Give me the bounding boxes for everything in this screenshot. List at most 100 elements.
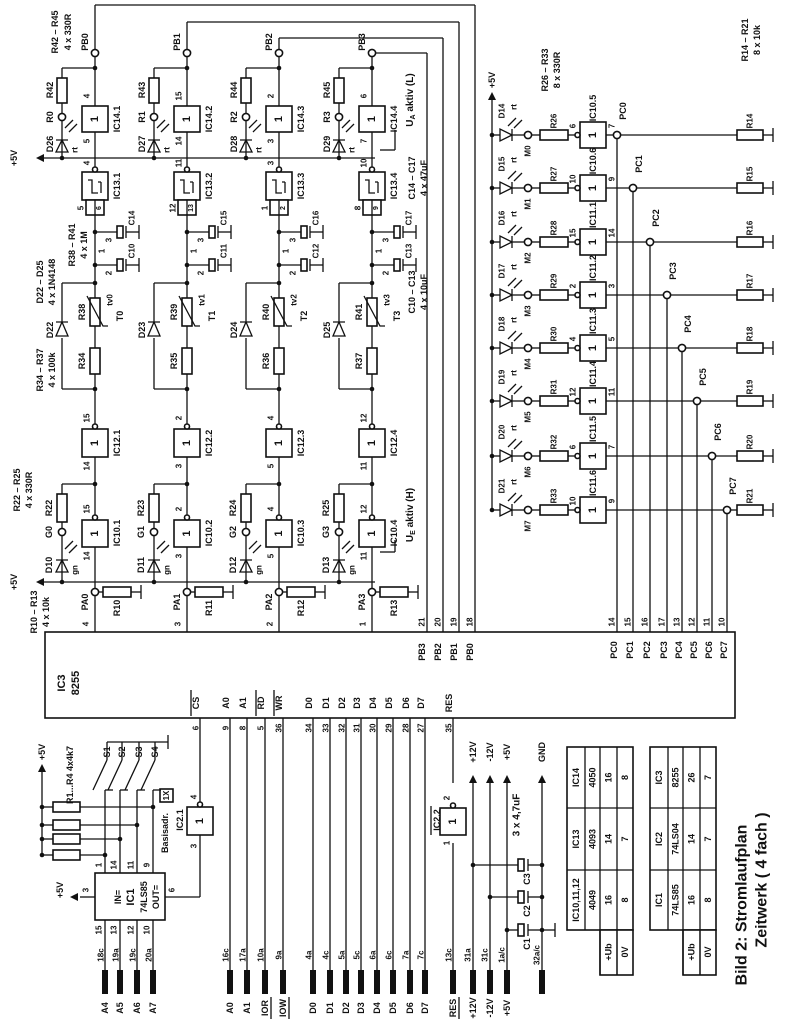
gate-label: IC10.1 [112, 520, 122, 547]
resistor-label: R34 [77, 353, 87, 370]
led-label: D15 [498, 156, 507, 171]
pin-number: 1 [443, 840, 452, 845]
connector-pin-label: 9a [275, 950, 284, 959]
table-cell: 7 [703, 775, 713, 780]
jumper-label: 3 [197, 237, 206, 242]
connector-pin [358, 970, 364, 994]
led-diode-icon [499, 180, 514, 196]
resistor-label: R17 [746, 273, 755, 288]
pulldown-resistor [736, 504, 764, 516]
inverter-ic10 [358, 519, 386, 548]
led-light-icon [507, 170, 523, 182]
rail-label: -12V [485, 742, 495, 761]
rail-label: +12V [468, 741, 478, 762]
buffer-ic14 [81, 105, 109, 133]
resistor-label: R31 [550, 379, 559, 394]
led-color-label: rt [163, 147, 172, 153]
led-test-point [523, 183, 533, 193]
led-light-icon [507, 383, 523, 395]
led-test-point [523, 505, 533, 515]
resistor-label: R16 [746, 220, 755, 235]
part-note: R38 – R41 [67, 223, 77, 266]
pullup-resistor [52, 833, 81, 845]
pa-terminal [90, 587, 100, 597]
buffer-ic14 [173, 105, 201, 133]
connector-signal-label: A6 [132, 1002, 142, 1014]
thermistor-label: R41 [354, 304, 364, 321]
pulldown-resistor [286, 586, 316, 598]
pa-terminal [274, 587, 284, 597]
pin-number: 14 [83, 461, 92, 470]
pin-number: 9 [373, 206, 380, 210]
pin-number: 4 [83, 160, 92, 165]
test-point-label: R1 [137, 111, 147, 123]
connector-pin-label: 5a [338, 950, 347, 959]
diode-icon [147, 320, 161, 337]
table-cell: 8255 [671, 767, 681, 787]
connector-signal-label: -12V [485, 998, 495, 1017]
ic3-pin-number: 20 [434, 617, 443, 626]
led-resistor [56, 493, 68, 523]
connector-pin [134, 970, 140, 994]
ic3-name: IC3 [56, 674, 68, 691]
gate-label: IC2.2 [432, 809, 442, 831]
u-symbol: U [405, 119, 416, 126]
u-text: aktiv (L) [405, 73, 416, 114]
part-note: R34 – R37 [35, 348, 45, 391]
switch-lever [92, 759, 108, 791]
u-subscript: E [410, 530, 417, 535]
led-test-point [241, 527, 251, 537]
pc-label: PC6 [713, 423, 723, 441]
pin-number: 7 [608, 444, 617, 449]
led-label: D16 [498, 210, 507, 225]
pin-number: 3 [608, 283, 617, 288]
capacitor-icon [116, 258, 124, 272]
led-diode-icon [499, 340, 514, 356]
ic3-bus-label: D0 [304, 697, 314, 709]
ic3-bus-label: A1 [238, 697, 248, 709]
resistor-label: R32 [550, 434, 559, 449]
gate-symbol: 1 [587, 132, 599, 138]
junction-dot [102, 852, 108, 858]
capacitor-icon [300, 258, 308, 272]
gate-symbol: 1 [194, 818, 206, 824]
capacitor-icon [393, 258, 401, 272]
ue-active-high-label: UE aktiv (H) [405, 488, 417, 542]
gate-label: IC10.2 [204, 520, 214, 547]
pin-number: 2 [267, 93, 276, 98]
part-note: R10 – R13 [29, 590, 39, 633]
ic3-port-label: PC3 [659, 641, 669, 659]
thermistor-temp-label: tv0 [106, 294, 115, 306]
junction-dot [92, 65, 98, 71]
connector-signal-label: A4 [100, 1002, 110, 1014]
pin-number: 15 [95, 925, 104, 934]
resistor-label: R36 [261, 353, 271, 370]
switch-label: S4 [150, 746, 160, 757]
pin-number: 2 [175, 415, 184, 420]
gap [240, 322, 252, 338]
gate-symbol: 1 [273, 530, 285, 536]
gate-symbol: 1 [89, 116, 101, 122]
capacitor-icon [116, 225, 124, 239]
part-note: 4 x 100k [47, 351, 57, 387]
thermistor-name: T3 [392, 311, 402, 322]
led-diode-icon [331, 558, 347, 573]
jumper-label: 2 [105, 270, 114, 275]
table-cell: 26 [687, 772, 697, 782]
inverter-ic10 [265, 519, 293, 548]
junction-dot [276, 65, 282, 71]
switch-lever [140, 759, 156, 791]
led-light-icon [341, 119, 355, 133]
connector-signal-label: D2 [341, 1002, 351, 1014]
connector-signal-label: RES [448, 999, 458, 1018]
pin-number: 2 [175, 506, 184, 511]
hysteresis-icon [365, 179, 379, 194]
supply-arrow-icon [70, 893, 78, 901]
supply-arrow-icon [38, 764, 46, 772]
capacitor-label: C15 [220, 210, 229, 225]
pin-number: 14 [175, 136, 184, 145]
diode-label: D23 [137, 322, 147, 339]
test-point-label: M3 [524, 305, 533, 317]
pin-number: 11 [608, 387, 617, 396]
led-light-icon [248, 119, 262, 133]
